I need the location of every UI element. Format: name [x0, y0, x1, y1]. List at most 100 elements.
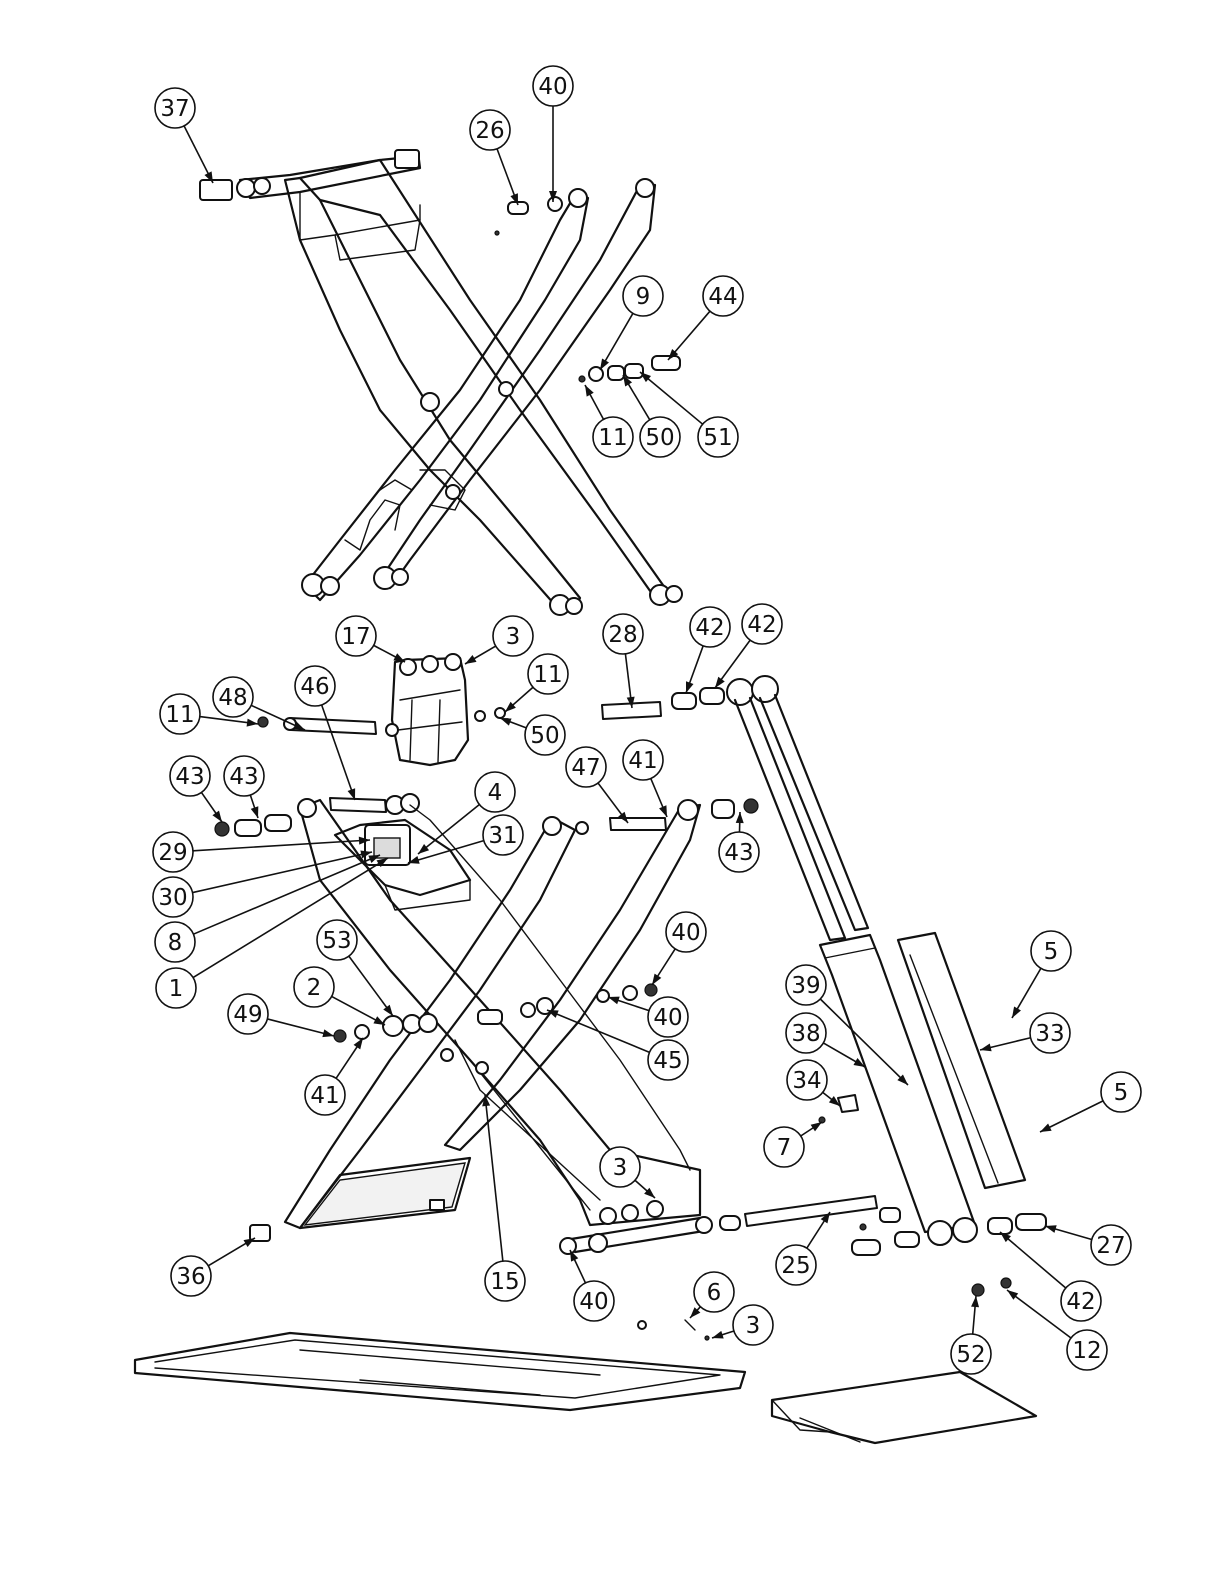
callout-arrowhead: [322, 1029, 334, 1037]
callout-34: 34: [787, 1060, 840, 1106]
callout-arrowhead: [736, 812, 744, 823]
callout-label: 47: [571, 755, 600, 781]
callout-label: 36: [176, 1264, 205, 1290]
callout-arrowhead: [1012, 1006, 1021, 1018]
callout-arrowhead: [383, 1005, 393, 1016]
callout-label: 4: [488, 780, 503, 806]
callout-arrowhead: [980, 1044, 992, 1052]
callout-arrowhead: [585, 385, 594, 397]
callout-arrowhead: [465, 655, 477, 664]
callout-leader-line: [418, 805, 479, 854]
callout-label: 5: [1044, 939, 1059, 965]
callout-arrowhead: [811, 1122, 822, 1131]
callout-label: 3: [506, 624, 521, 650]
callout-label: 41: [310, 1083, 339, 1109]
callout-label: 31: [488, 823, 517, 849]
callout-label: 45: [653, 1048, 682, 1074]
callout-arrowhead: [652, 974, 661, 985]
callout-label: 11: [165, 702, 194, 728]
callout-label: 11: [533, 662, 562, 688]
callout-43: 43: [170, 756, 222, 822]
callout-arrowhead: [686, 681, 694, 693]
callout-label: 38: [791, 1021, 820, 1047]
callout-arrowhead: [243, 1238, 255, 1247]
callout-arrowhead: [500, 718, 512, 726]
callout-11: 11: [585, 385, 633, 457]
callout-leader-line: [640, 372, 703, 424]
callout-label: 42: [747, 612, 776, 638]
callout-label: 29: [158, 840, 187, 866]
callout-label: 11: [598, 425, 627, 451]
callout-label: 53: [322, 928, 351, 954]
callout-40: 40: [608, 997, 688, 1037]
callout-label: 5: [1114, 1080, 1129, 1106]
callout-leader-line: [485, 1095, 503, 1261]
callout-arrowhead: [659, 805, 667, 817]
callout-leader-line: [193, 840, 370, 851]
callout-25: 25: [776, 1212, 830, 1285]
ramp: [772, 1372, 1036, 1443]
callout-47: 47: [566, 747, 628, 823]
callout-label: 9: [636, 284, 651, 310]
callout-arrowhead: [608, 997, 620, 1005]
callout-6: 6: [690, 1272, 734, 1318]
callout-17: 17: [336, 616, 405, 662]
callout-arrowhead: [393, 653, 405, 662]
callout-leader-line: [193, 852, 372, 893]
callout-label: 12: [1072, 1338, 1101, 1364]
callout-label: 52: [956, 1342, 985, 1368]
callout-label: 44: [708, 284, 737, 310]
callout-label: 50: [645, 425, 674, 451]
callout-38: 38: [786, 1013, 865, 1067]
callout-41: 41: [623, 740, 667, 817]
callout-arrowhead: [373, 1016, 385, 1025]
callout-5: 5: [1040, 1072, 1141, 1132]
callout-33: 33: [980, 1013, 1070, 1053]
callout-label: 39: [791, 973, 820, 999]
callout-leader-line: [547, 1010, 650, 1052]
callout-label: 7: [777, 1135, 792, 1161]
callout-label: 41: [628, 748, 657, 774]
callout-40: 40: [652, 912, 706, 985]
callout-label: 2: [307, 975, 322, 1001]
hydraulic-cylinder: [720, 676, 1046, 1296]
callout-arrowhead: [1007, 1290, 1018, 1300]
callout-label: 3: [746, 1313, 761, 1339]
callout-label: 27: [1096, 1233, 1125, 1259]
base-frame: [135, 1320, 745, 1410]
callout-label: 50: [530, 723, 559, 749]
callout-28: 28: [603, 614, 643, 708]
callout-label: 46: [300, 674, 329, 700]
callout-3: 3: [600, 1147, 655, 1198]
callout-arrowhead: [712, 1331, 724, 1339]
callout-arrowhead: [247, 719, 258, 727]
callout-arrowhead: [354, 1038, 363, 1049]
callout-label: 51: [703, 425, 732, 451]
callout-label: 3: [613, 1155, 628, 1181]
callout-leader-line: [322, 705, 355, 800]
callout-arrowhead: [715, 677, 725, 688]
callout-label: 42: [695, 615, 724, 641]
upper-scissor-assembly: [200, 150, 682, 615]
callout-label: 25: [781, 1253, 810, 1279]
callout-36: 36: [171, 1238, 255, 1296]
callout-27: 27: [1045, 1225, 1131, 1265]
callout-5: 5: [1012, 931, 1071, 1018]
lower-scissor-assembly: [215, 654, 758, 1254]
callout-label: 8: [168, 930, 183, 956]
callout-label: 40: [579, 1289, 608, 1315]
callout-label: 40: [653, 1005, 682, 1031]
callout-arrowhead: [1040, 1124, 1052, 1132]
callout-leader-line: [193, 858, 388, 978]
callout-42: 42: [686, 607, 730, 693]
callout-label: 40: [538, 74, 567, 100]
callout-42: 42: [1000, 1232, 1101, 1321]
callout-2: 2: [294, 967, 385, 1025]
callout-43: 43: [719, 812, 759, 872]
callout-26: 26: [470, 110, 518, 205]
callout-40: 40: [533, 66, 573, 202]
callout-label: 43: [175, 764, 204, 790]
callout-label: 48: [218, 685, 247, 711]
callout-label: 40: [671, 920, 700, 946]
